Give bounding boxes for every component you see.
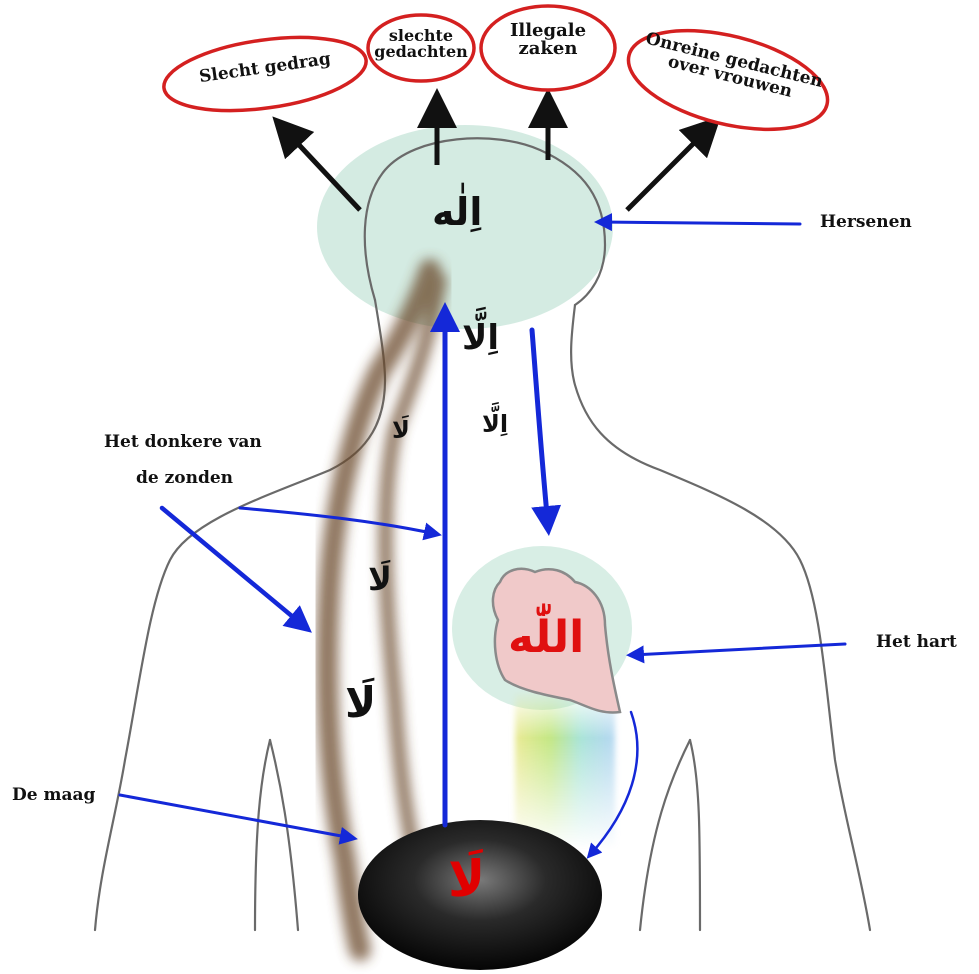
arabic-spine-word-1: لَا bbox=[392, 416, 410, 444]
arabic-neck-word-1: اِلَّا bbox=[462, 318, 499, 358]
arabic-stomach-word: لَا bbox=[448, 850, 485, 908]
arabic-spine-word-3: لَا bbox=[345, 678, 376, 727]
label-brain: Hersenen bbox=[820, 212, 912, 232]
arabic-neck-word-2: اِلَّا bbox=[482, 410, 508, 438]
arabic-spine-word-2: لَا bbox=[368, 560, 392, 598]
label-darkness-line1: Het donkere van bbox=[104, 432, 262, 452]
thought-bad-thoughts: slechte gedachten bbox=[365, 28, 477, 60]
thought-illegal-things: Illegale zaken bbox=[490, 22, 606, 58]
light-beam bbox=[515, 690, 615, 850]
label-heart: Het hart bbox=[876, 632, 957, 652]
arabic-brain-word: اِلٰه bbox=[432, 190, 482, 234]
label-darkness-line2: de zonden bbox=[136, 468, 233, 488]
arabic-heart-word: اللّٰه bbox=[508, 612, 584, 663]
label-stomach: De maag bbox=[12, 785, 95, 805]
